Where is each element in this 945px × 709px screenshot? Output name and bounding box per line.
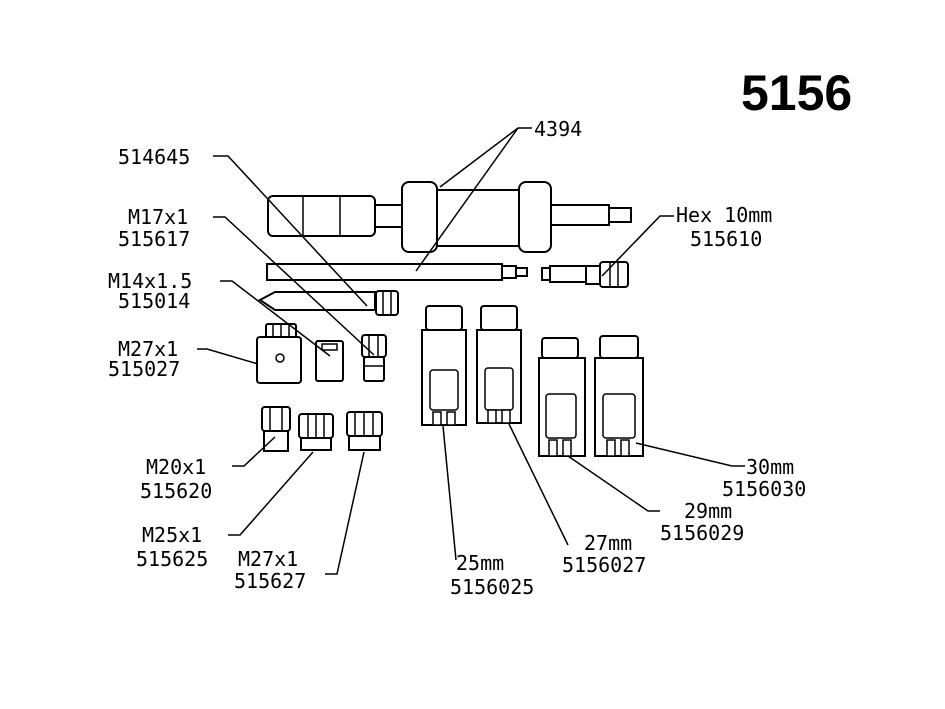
adapter-m25-drawing <box>298 413 334 451</box>
label-m17-thread: M17x1 <box>128 205 188 229</box>
label-m20-part: 515620 <box>140 479 212 503</box>
socket-25mm-drawing <box>421 305 467 426</box>
socket-30mm-drawing <box>594 335 644 457</box>
label-socket-30-part: 5156030 <box>722 477 806 501</box>
adapter-m27-drawing <box>346 411 383 451</box>
label-m20-thread: M20x1 <box>146 455 206 479</box>
slide-hammer-drawing <box>267 181 632 253</box>
adapter-m20-drawing <box>261 406 291 452</box>
label-m14-part: 515014 <box>118 289 190 313</box>
label-socket-27-size: 27mm <box>584 531 632 555</box>
label-hex-size: Hex 10mm <box>676 203 772 227</box>
label-socket-30-size: 30mm <box>746 455 794 479</box>
label-m27-part: 515627 <box>234 569 306 593</box>
socket-27mm-drawing <box>476 305 522 424</box>
label-socket-27-part: 5156027 <box>562 553 646 577</box>
hex-bit-drawing <box>541 261 629 288</box>
label-m27-thread: M27x1 <box>238 547 298 571</box>
adapter-m17-drawing <box>361 334 387 382</box>
label-socket-29-size: 29mm <box>684 499 732 523</box>
label-m25-thread: M25x1 <box>142 523 202 547</box>
label-m17-part: 515617 <box>118 227 190 251</box>
label-m27-block-part: 515027 <box>108 357 180 381</box>
socket-29mm-drawing <box>538 337 586 457</box>
label-socket-25-size: 25mm <box>456 551 504 575</box>
tapered-pin-drawing <box>258 290 399 316</box>
label-socket-25-part: 5156025 <box>450 575 534 599</box>
label-m27-block-thread: M27x1 <box>118 337 178 361</box>
label-rod: 514645 <box>118 145 190 169</box>
block-adapter-m27-drawing <box>256 323 302 384</box>
label-socket-29-part: 5156029 <box>660 521 744 545</box>
adapter-m14-drawing <box>315 340 344 382</box>
label-m25-part: 515625 <box>136 547 208 571</box>
rod-drawing <box>266 263 528 281</box>
kit-number-title: 5156 <box>741 65 852 121</box>
label-m14-thread: M14x1.5 <box>108 269 192 293</box>
leader-lines <box>197 127 745 575</box>
label-slide-hammer: 4394 <box>534 117 582 141</box>
label-hex-part: 515610 <box>690 227 762 251</box>
